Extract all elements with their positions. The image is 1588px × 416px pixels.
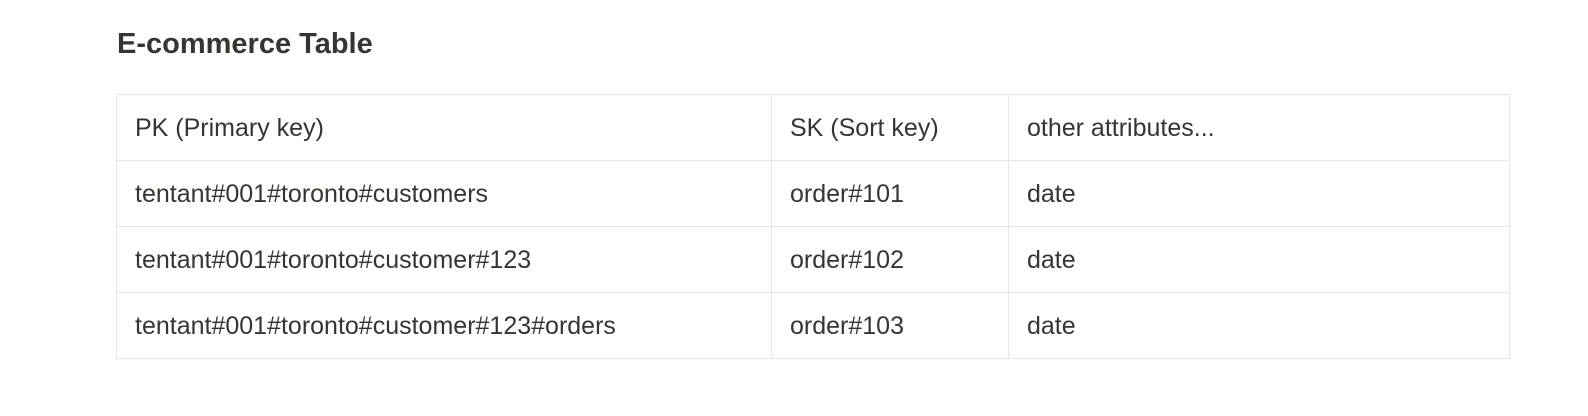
table-header-row: PK (Primary key) SK (Sort key) other att… [116,94,1510,161]
table-cell-sk[interactable]: order#103 [771,292,1009,359]
page-title: E-commerce Table [117,28,373,60]
table-cell-sk[interactable]: order#101 [771,160,1009,227]
table-row: tentant#001#toronto#customer#123 order#1… [116,226,1510,293]
table-cell-pk[interactable]: tentant#001#toronto#customer#123 [116,226,772,293]
header-cell-sk[interactable]: SK (Sort key) [771,94,1009,161]
table-cell-pk[interactable]: tentant#001#toronto#customer#123#orders [116,292,772,359]
table-cell-other-attributes[interactable]: date [1008,292,1510,359]
table-cell-pk[interactable]: tentant#001#toronto#customers [116,160,772,227]
header-cell-pk[interactable]: PK (Primary key) [116,94,772,161]
table-row: tentant#001#toronto#customers order#101 … [116,160,1510,227]
table-cell-other-attributes[interactable]: date [1008,226,1510,293]
table-cell-sk[interactable]: order#102 [771,226,1009,293]
header-cell-other-attributes[interactable]: other attributes... [1008,94,1510,161]
table-row: tentant#001#toronto#customer#123#orders … [116,292,1510,359]
ecommerce-table: PK (Primary key) SK (Sort key) other att… [116,94,1510,359]
table-cell-other-attributes[interactable]: date [1008,160,1510,227]
